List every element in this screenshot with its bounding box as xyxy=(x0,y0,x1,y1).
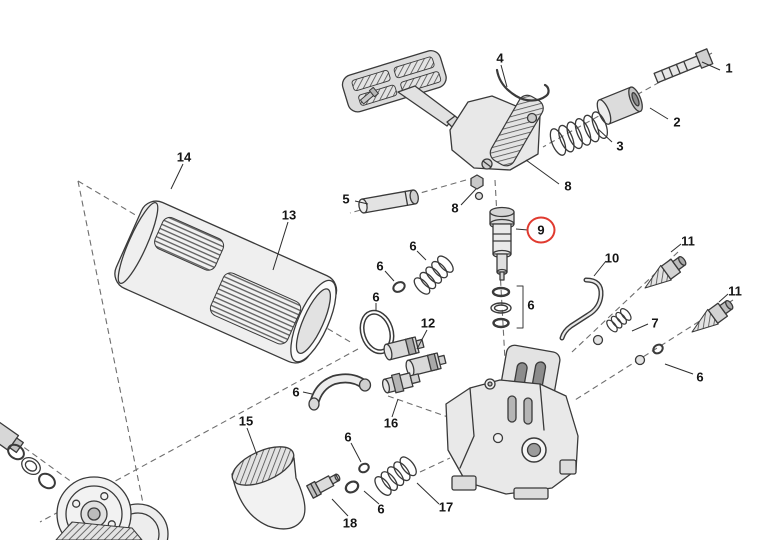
clip-wire xyxy=(495,68,550,102)
leader-lines xyxy=(170,61,729,517)
o-ring xyxy=(392,281,406,293)
valve-stem xyxy=(489,206,515,281)
large-o-ring xyxy=(359,309,395,355)
bushing xyxy=(596,86,643,125)
base-stand xyxy=(445,344,579,500)
ball-and-ring xyxy=(634,343,664,366)
coil-spring xyxy=(549,111,609,156)
muffler-cylinder xyxy=(114,200,338,364)
small-spring xyxy=(413,255,454,295)
elbow-tube xyxy=(308,373,372,411)
hook-wire xyxy=(559,277,604,341)
ball-and-spring xyxy=(592,308,632,346)
coil-spring xyxy=(374,456,417,496)
lever-arm xyxy=(397,85,456,127)
fitting xyxy=(405,352,447,377)
o-ring xyxy=(344,480,360,494)
fitting xyxy=(381,372,421,394)
throttle-grip xyxy=(341,50,475,141)
o-ring xyxy=(358,462,370,474)
grip-screw xyxy=(359,86,379,105)
fitting xyxy=(306,473,341,499)
tapered-fitting xyxy=(691,300,734,333)
cone-insert xyxy=(231,446,306,530)
bolt xyxy=(653,48,714,84)
pivot-pin xyxy=(358,189,419,214)
hex-nut xyxy=(470,174,484,190)
o-ring-stack xyxy=(490,285,524,329)
assembly-axis-lines xyxy=(0,52,734,540)
valve-head xyxy=(449,94,544,201)
tapered-fitting xyxy=(644,256,687,289)
bottom-left-assembly xyxy=(0,419,169,540)
fitting xyxy=(383,336,425,361)
head-screw xyxy=(526,112,538,124)
